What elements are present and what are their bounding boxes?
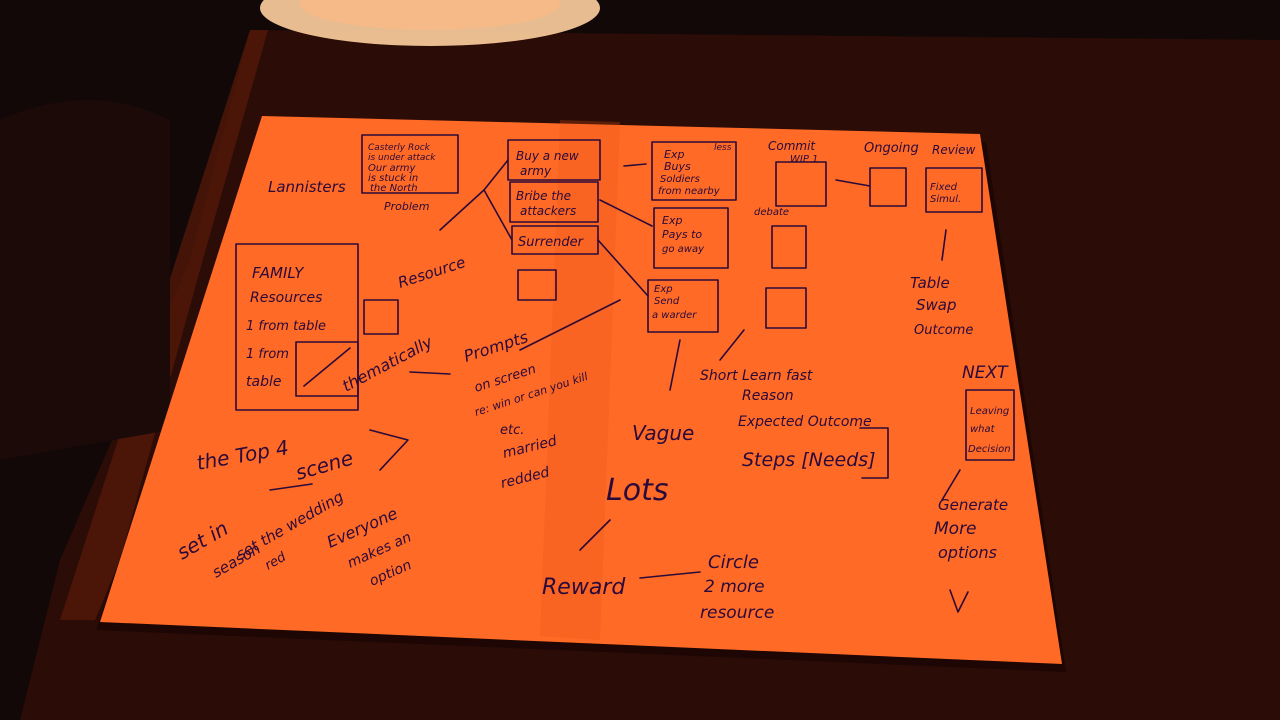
note-prompts-4: etc. [500,423,524,438]
note-exp3-1: Exp [654,284,673,295]
note-vague: Vague [632,421,694,445]
note-family-2: Resources [250,290,322,306]
note-leaving-3: Decision [968,444,1011,455]
note-castlerock-2: is under attack [368,153,436,163]
note-lannisters: Lannisters [268,178,346,196]
note-circle-3: resource [700,603,774,623]
note-family-1: FAMILY [252,264,305,282]
note-generate-3: options [938,543,997,562]
note-family-4: 1 from [246,347,289,362]
note-castlerock-4: is stuck in [368,173,418,184]
chair [0,100,170,460]
note-commit-2: WIP 1 [790,154,818,165]
note-table-swap-3: Outcome [914,323,973,338]
note-exp2-2: Pays to [662,228,702,241]
note-castlerock-5: the North [370,183,418,194]
note-castlerock-3: Our army [368,163,416,174]
sketch-lines [235,134,1015,613]
note-problem: Problem [384,200,429,213]
note-commit-1: Commit [768,139,816,153]
note-reward: Reward [542,575,626,600]
note-table-swap-2: Swap [916,296,957,314]
note-family-5: table [246,374,281,390]
note-expected: Expected Outcome [738,414,872,430]
note-circle-2: 2 more [704,577,765,597]
note-buy-1: Buy a new [516,149,579,163]
note-exp2-3: go away [662,244,705,255]
note-castlerock-1: Casterly Rock [368,143,431,153]
note-exp3-2: Send [654,296,680,307]
note-short-learn: Short Learn fast [700,368,813,384]
note-bribe-1: Bribe the [516,189,571,203]
note-exp1-2: Buys [664,160,691,173]
note-less: less [714,143,732,153]
note-exp3-3: a warder [652,310,697,321]
note-leaving-1: Leaving [970,406,1009,417]
note-debate: debate [754,207,789,218]
paper-fold-shade [540,120,620,640]
note-exp2-1: Exp [662,214,682,227]
note-next: NEXT [962,363,1009,383]
note-circle-1: Circle [708,552,759,573]
note-ongoing: Ongoing [864,141,919,156]
note-exp1-4: from nearby [658,186,721,197]
note-exp1-1: Exp [664,148,684,161]
note-fixed-1: Fixed [930,182,958,193]
note-steps: Steps [Needs] [742,449,876,471]
paper-sheet [100,116,1062,664]
note-reason: Reason [742,388,794,404]
plate-inner [300,0,560,30]
note-surrender: Surrender [518,235,585,250]
note-fixed-2: Simul. [930,194,961,205]
note-bribe-2: attackers [520,204,576,218]
note-generate-1: Generate [938,496,1008,514]
note-generate-2: More [934,519,977,539]
note-review: Review [932,143,976,157]
note-buy-2: army [520,164,552,178]
note-leaving-2: what [970,424,996,435]
note-table-swap-1: Table [910,274,950,292]
note-lots: Lots [606,473,668,508]
note-family-3: 1 from table [246,319,326,334]
note-exp1-3: Soldiers [660,174,700,185]
